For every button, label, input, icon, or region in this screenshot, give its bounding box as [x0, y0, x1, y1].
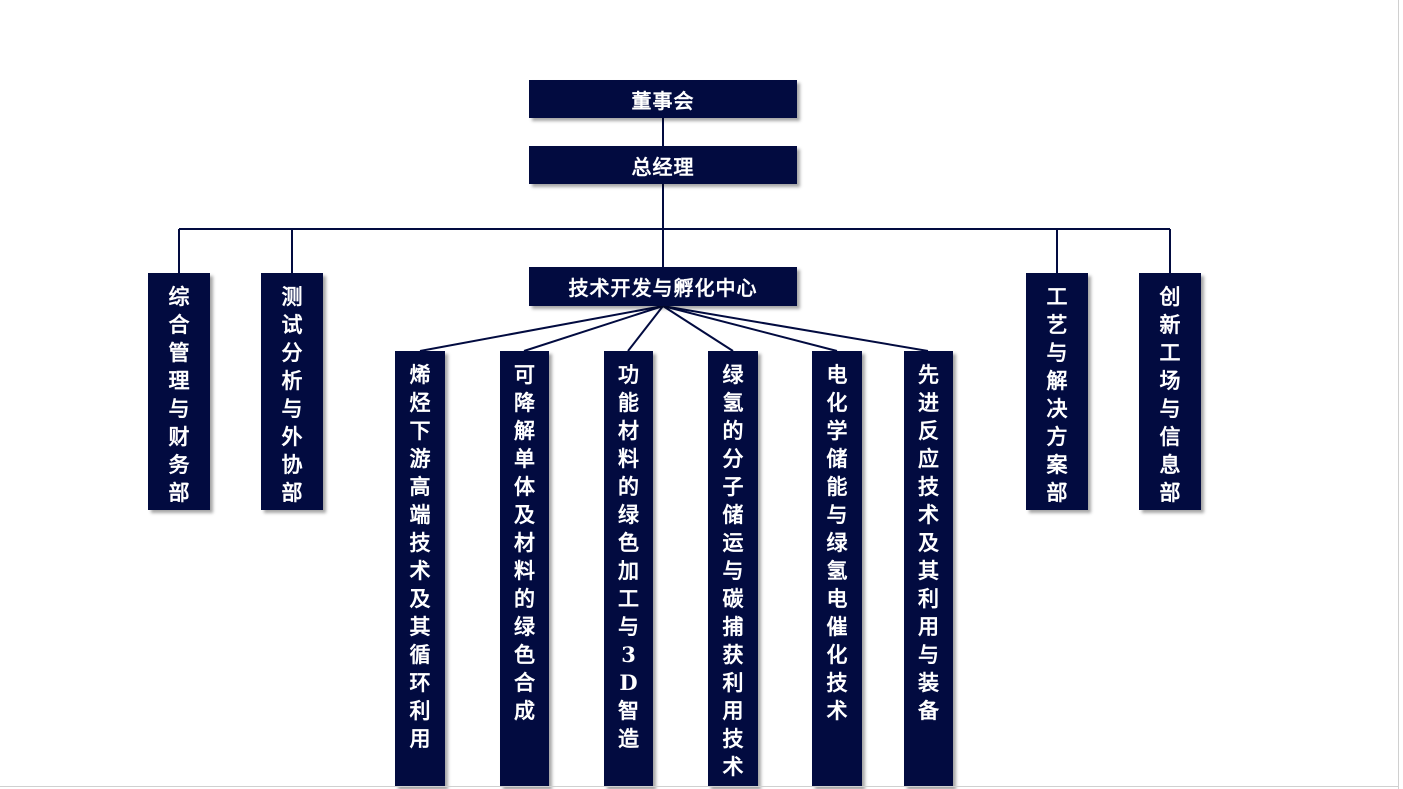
unit-box-olefin: 烯烃下游高端技术及其循环利用 [395, 351, 445, 787]
dept-label: 工艺与解决方案部 [1046, 284, 1068, 505]
general-manager-label: 总经理 [631, 154, 695, 179]
tech-center-box: 技术开发与孵化中心 [529, 267, 797, 306]
unit-label: 绿氢的分子储运与碳捕获利用技术 [722, 362, 744, 779]
line-center-unit-1 [419, 305, 664, 352]
unit-box-advanced-reaction: 先进反应技术及其利用与装备 [904, 351, 953, 787]
unit-label: 可降解单体及材料的绿色合成 [514, 362, 535, 723]
line-center-unit-2 [523, 305, 664, 352]
page-edge-bottom [0, 786, 1399, 787]
dept-box-admin-finance: 综合管理与财务部 [148, 273, 210, 510]
unit-box-degradable: 可降解单体及材料的绿色合成 [500, 351, 549, 787]
unit-label: 烯烃下游高端技术及其循环利用 [409, 362, 431, 751]
dept-label: 创新工场与信息部 [1159, 284, 1181, 505]
tech-center-label: 技术开发与孵化中心 [568, 276, 758, 300]
unit-label: 先进反应技术及其利用与装备 [918, 362, 939, 723]
general-manager-box: 总经理 [529, 146, 797, 184]
unit-label: 电化学储能与绿氢电催化技术 [826, 362, 848, 723]
dept-label: 测试分析与外协部 [281, 284, 303, 505]
dept-label: 综合管理与财务部 [168, 284, 190, 505]
line-center-unit-6 [662, 305, 929, 352]
dept-box-testing-analysis: 测试分析与外协部 [261, 273, 323, 510]
line-center-unit-5 [662, 305, 838, 352]
board-box: 董事会 [529, 80, 797, 118]
board-label: 董事会 [631, 88, 695, 113]
unit-box-green-hydrogen: 绿氢的分子储运与碳捕获利用技术 [708, 351, 758, 787]
line-center-unit-4 [662, 305, 734, 352]
dept-box-process-solutions: 工艺与解决方案部 [1026, 273, 1088, 510]
page-edge-right [1398, 0, 1399, 789]
unit-box-electrochemical: 电化学储能与绿氢电催化技术 [812, 351, 862, 787]
line-center-unit-3 [627, 305, 664, 352]
unit-box-functional-materials: 功能材料的绿色加工与3D智造 [604, 351, 653, 787]
dept-box-innovation-info: 创新工场与信息部 [1139, 273, 1201, 510]
unit-label: 功能材料的绿色加工与3D智造 [618, 362, 639, 751]
